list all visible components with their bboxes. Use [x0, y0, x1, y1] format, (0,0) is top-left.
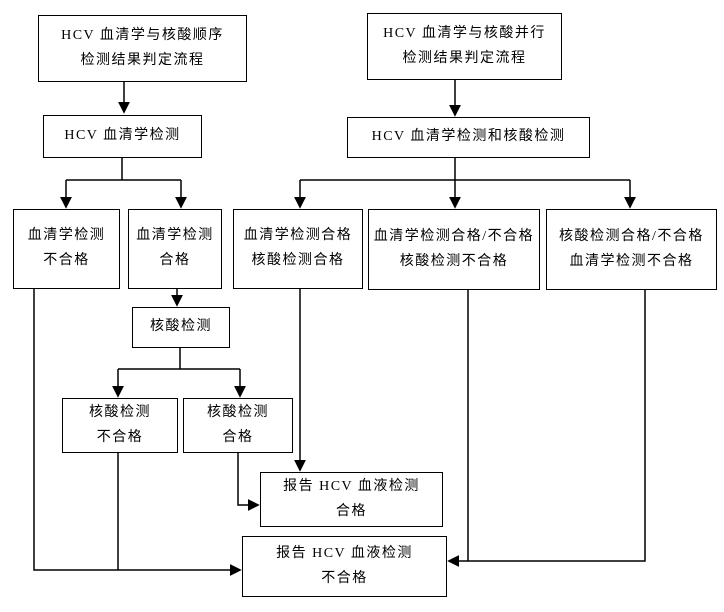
node-label: 核酸检测合格	[251, 253, 345, 268]
node-nucleic-acid-test: 核酸检测	[132, 307, 230, 348]
node-label: 报告 HCV 血液检测	[283, 478, 420, 494]
node-label: 核酸检测	[207, 404, 269, 420]
node-left-title: HCV 血清学与核酸顺序 检测结果判定流程	[38, 15, 247, 82]
node-label: 合格	[222, 429, 254, 445]
node-label: 不合格	[43, 253, 90, 268]
node-label: 血清学检测	[136, 228, 214, 244]
node-label: HCV 血清学检测	[64, 128, 181, 144]
node-right-title: HCV 血清学与核酸并行 检测结果判定流程	[367, 13, 562, 80]
node-label: 核酸检测	[89, 404, 151, 420]
node-hcv-serology-test: HCV 血清学检测	[43, 115, 202, 158]
node-label: 合格	[336, 503, 367, 519]
node-label: 核酸检测合格/不合格	[559, 228, 704, 244]
node-report-blood-pass: 报告 HCV 血液检测 合格	[260, 472, 443, 527]
node-serology-pass: 血清学检测 合格	[128, 209, 222, 289]
node-report-blood-fail: 报告 HCV 血液检测 不合格	[242, 536, 447, 597]
node-both-pass: 血清学检测合格 核酸检测合格	[233, 209, 363, 289]
node-nucleic-acid-fail: 核酸检测 不合格	[62, 398, 178, 453]
node-label: 不合格	[96, 429, 144, 445]
node-label: 检测结果判定流程	[402, 50, 527, 66]
node-label: HCV 血清学检测和核酸检测	[371, 129, 566, 145]
edge-na-pass-to-report-pass	[237, 453, 260, 511]
node-label: 合格	[159, 253, 191, 268]
node-label: 血清学检测不合格	[569, 253, 694, 269]
node-nucleic-acid-pass: 核酸检测 合格	[183, 398, 293, 453]
node-label: HCV 血清学与核酸并行	[383, 25, 546, 41]
node-label: 血清学检测合格	[243, 228, 353, 244]
node-label: HCV 血清学与核酸顺序	[61, 27, 224, 43]
edge-sero-fail-any-to-report-fail	[447, 290, 646, 567]
node-label: 核酸检测不合格	[399, 253, 509, 269]
node-serology-fail-any-na: 核酸检测合格/不合格 血清学检测不合格	[546, 209, 717, 290]
node-hcv-serology-and-na-test: HCV 血清学检测和核酸检测	[347, 117, 590, 158]
node-label: 报告 HCV 血液检测	[276, 545, 413, 561]
node-label: 血清学检测合格/不合格	[373, 228, 535, 244]
node-label: 血清学检测	[27, 228, 106, 244]
node-serology-fail: 血清学检测 不合格	[13, 209, 120, 289]
node-label: 核酸检测	[150, 319, 212, 335]
edge-sero-fail-to-report-fail	[33, 289, 242, 576]
node-na-fail-any-serology: 血清学检测合格/不合格 核酸检测不合格	[368, 209, 540, 290]
node-label: 检测结果判定流程	[80, 52, 205, 68]
node-label: 不合格	[321, 570, 368, 586]
